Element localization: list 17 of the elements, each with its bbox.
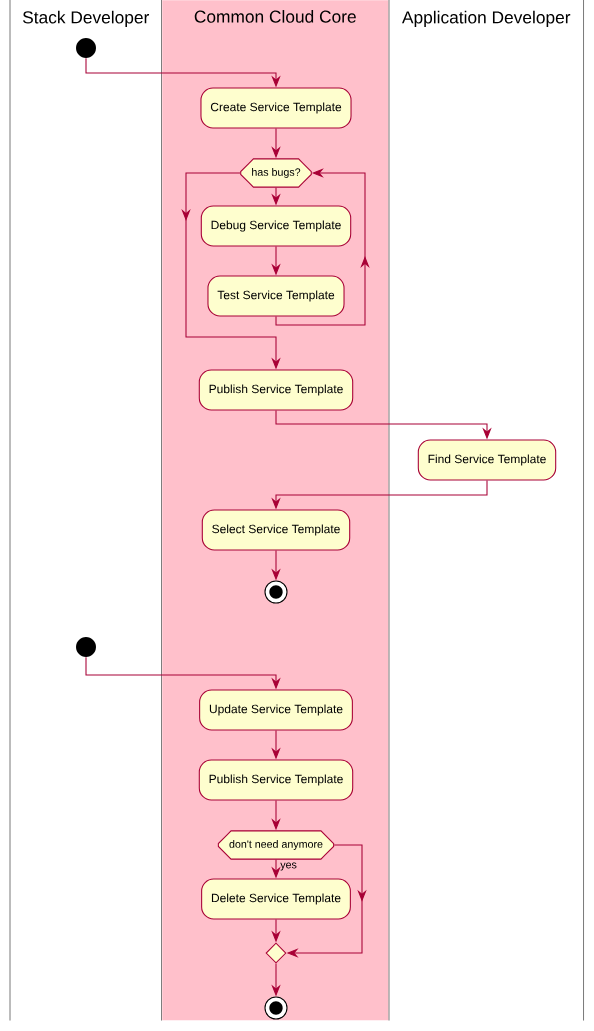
edge-label: yes xyxy=(280,862,297,871)
swimlane: Stack Developer xyxy=(9,0,162,1021)
activity-box: Test Service Template xyxy=(207,275,345,317)
start-dot xyxy=(76,637,96,657)
start-dot xyxy=(76,38,96,58)
end-dot xyxy=(264,580,288,604)
merge-diamond xyxy=(265,942,287,964)
activity-box: Debug Service Template xyxy=(200,205,352,247)
activity-box: Select Service Template xyxy=(201,509,351,551)
activity-box: Create Service Template xyxy=(200,87,352,129)
end-dot xyxy=(264,996,288,1020)
activity-box: Delete Service Template xyxy=(201,878,351,920)
activity-box: Publish Service Template xyxy=(198,759,354,801)
decision-hexagon: has bugs? xyxy=(240,158,312,188)
activity-box: Publish Service Template xyxy=(198,369,354,411)
activity-box: Update Service Template xyxy=(199,689,353,731)
activity-box: Find Service Template xyxy=(417,439,557,481)
